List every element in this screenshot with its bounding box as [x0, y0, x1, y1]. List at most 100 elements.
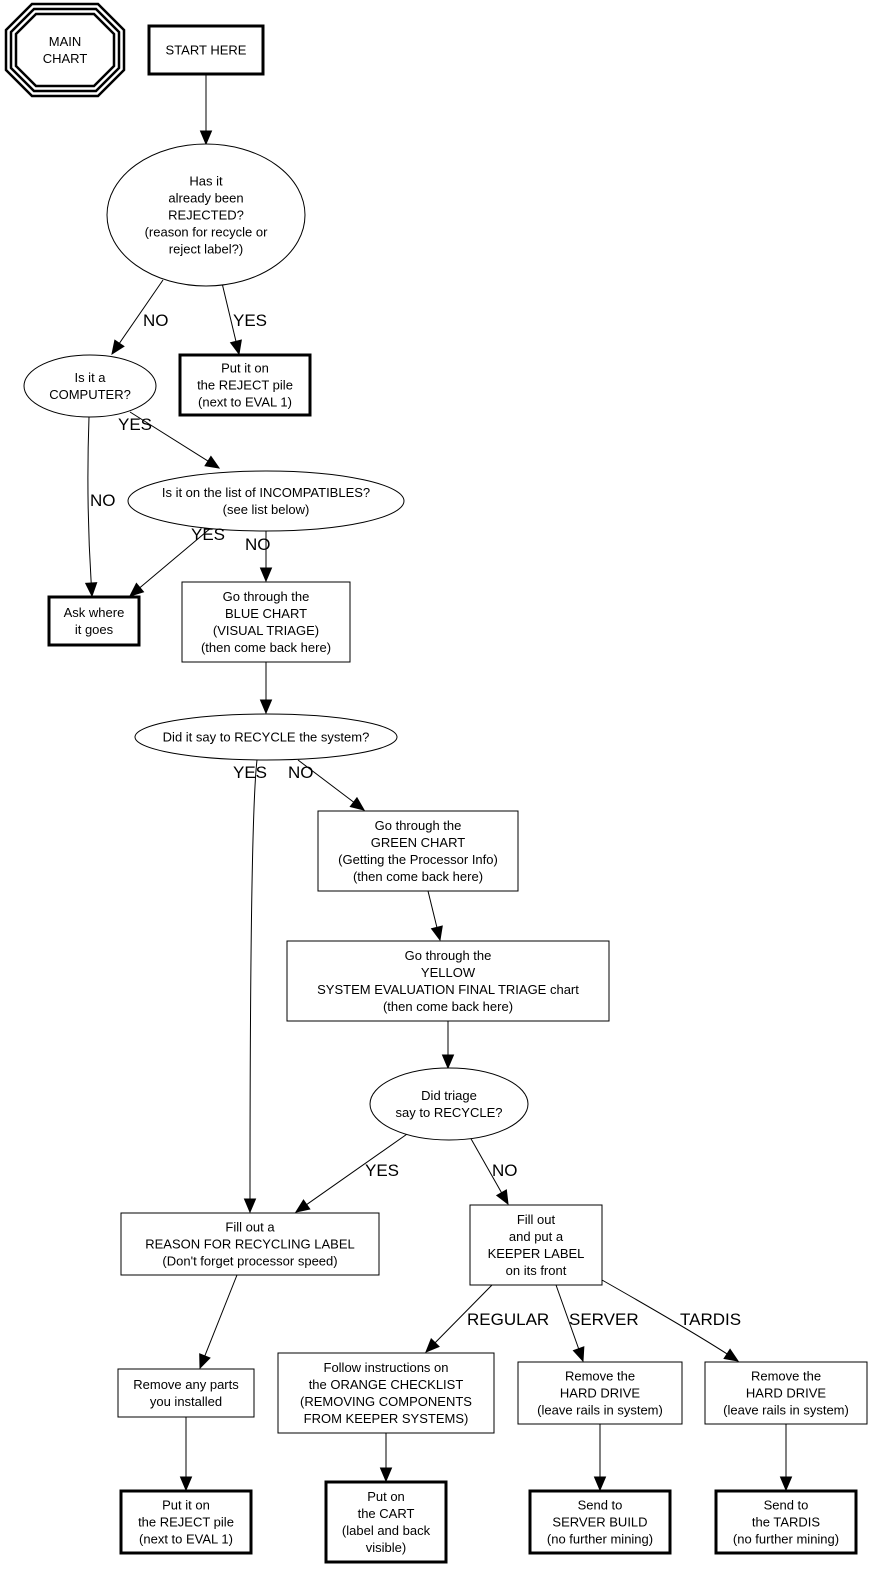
edge-yellow-chart-to-triage-q [441, 1021, 455, 1070]
node-label-line: (label and back [342, 1523, 431, 1538]
node-orange-checklist: Follow instructions on the ORANGE CHECKLI… [277, 1352, 495, 1434]
edge-label: NO [90, 491, 116, 510]
arrowhead-icon [243, 1198, 257, 1214]
edge-blue-chart-to-recycle-q [259, 662, 273, 715]
node-label-line: HARD DRIVE [560, 1386, 641, 1401]
arrowhead-icon [294, 1199, 311, 1213]
edge-label: YES [118, 415, 152, 434]
node-label-line: on its front [506, 1263, 567, 1278]
node-label-line: it goes [75, 622, 114, 637]
node-label-line: the TARDIS [752, 1515, 820, 1530]
terminal-box [47, 595, 141, 647]
node-label-line: (leave rails in system) [537, 1403, 663, 1418]
arrowhead-icon [111, 339, 125, 356]
edge-label: SERVER [569, 1310, 639, 1329]
node-label-line: Go through the [405, 948, 492, 963]
node-start: START HERE [147, 24, 265, 76]
node-label-line: Send to [764, 1498, 809, 1513]
terminal-box [147, 24, 265, 76]
node-label-line: the REJECT pile [197, 378, 293, 393]
node-label-line: REASON FOR RECYCLING LABEL [145, 1237, 355, 1252]
edge-remove-hd-server-to-server-build [593, 1424, 607, 1492]
node-label-line: (then come back here) [353, 869, 483, 884]
node-label-line: you installed [150, 1394, 222, 1409]
decision-ellipse [23, 354, 157, 418]
terminal-box [714, 1489, 858, 1555]
edge-label: NO [143, 311, 169, 330]
node-label-line: Put on [367, 1489, 405, 1504]
edge-line [87, 416, 92, 584]
node-incompat-q: Is it on the list of INCOMPATIBLES?(see … [127, 470, 405, 532]
node-label-line: (leave rails in system) [723, 1403, 849, 1418]
edge-line [139, 526, 213, 589]
node-cart: Put on the CART (label and back visible) [324, 1480, 448, 1564]
node-label-line: HARD DRIVE [746, 1386, 827, 1401]
terminal-box [528, 1489, 672, 1555]
edge-remove-hd-tardis-to-tardis [779, 1424, 793, 1492]
edge-orange-checklist-to-cart [379, 1433, 393, 1483]
node-label-line: already been [168, 191, 243, 206]
node-label-line: Fill out a [225, 1220, 275, 1235]
arrowhead-icon [425, 1337, 440, 1353]
arrowhead-icon [229, 339, 242, 356]
edge-keeper-label-to-remove-hd-tardis [601, 1279, 740, 1362]
edge-line [129, 411, 209, 462]
edge-line [306, 1131, 411, 1205]
decision-ellipse [369, 1067, 529, 1141]
terminal-box [178, 353, 312, 417]
node-label-line: the REJECT pile [138, 1515, 234, 1530]
node-label-line: Has it [189, 174, 223, 189]
edge-line [297, 759, 354, 803]
arrowhead-icon [129, 582, 145, 597]
node-label-line: REJECTED? [168, 208, 244, 223]
node-label-line: YELLOW [421, 965, 476, 980]
edge-line [427, 890, 438, 928]
process-box [517, 1361, 683, 1425]
node-label-line: Put it on [221, 361, 269, 376]
node-label-line: Did it say to RECYCLE the system? [163, 730, 370, 745]
process-box [181, 581, 351, 663]
arrowhead-icon [723, 1348, 740, 1362]
node-label-line: the ORANGE CHECKLIST [309, 1377, 464, 1392]
node-label-line: Remove any parts [133, 1377, 239, 1392]
node-label-line: FROM KEEPER SYSTEMS) [304, 1411, 469, 1426]
edge-keeper-label-to-orange-checklist [425, 1284, 493, 1353]
node-label-line: (VISUAL TRIAGE) [213, 623, 319, 638]
node-label-line: the CART [358, 1506, 415, 1521]
arrowhead-icon [204, 455, 221, 469]
process-box [469, 1204, 603, 1286]
node-label-line: Follow instructions on [324, 1360, 449, 1375]
edge-label: YES [233, 311, 267, 330]
node-label-line: visible) [366, 1540, 406, 1555]
arrowhead-icon [349, 796, 366, 811]
process-box [277, 1352, 495, 1434]
edge-remove-parts-to-reject-pile-2 [179, 1417, 193, 1492]
edge-label: TARDIS [680, 1310, 741, 1329]
arrowhead-icon [779, 1476, 793, 1492]
node-remove-parts: Remove any parts you installed [117, 1368, 255, 1418]
node-label-line: CHART [43, 51, 88, 66]
node-label-line: (then come back here) [383, 999, 513, 1014]
arrowhead-icon [430, 925, 443, 942]
node-label-line: Is it a [74, 370, 106, 385]
edge-computer-q-to-incompat-q [129, 411, 221, 469]
node-label-line: Send to [578, 1498, 623, 1513]
node-label-line: (Getting the Processor Info) [338, 852, 498, 867]
node-label-line: (reason for recycle or [145, 225, 268, 240]
edge-line [601, 1279, 728, 1355]
node-label-line: Fill out [517, 1212, 556, 1227]
edge-rejected-q-to-reject-pile-1 [221, 282, 242, 356]
node-label-line: Did triage [421, 1088, 477, 1103]
